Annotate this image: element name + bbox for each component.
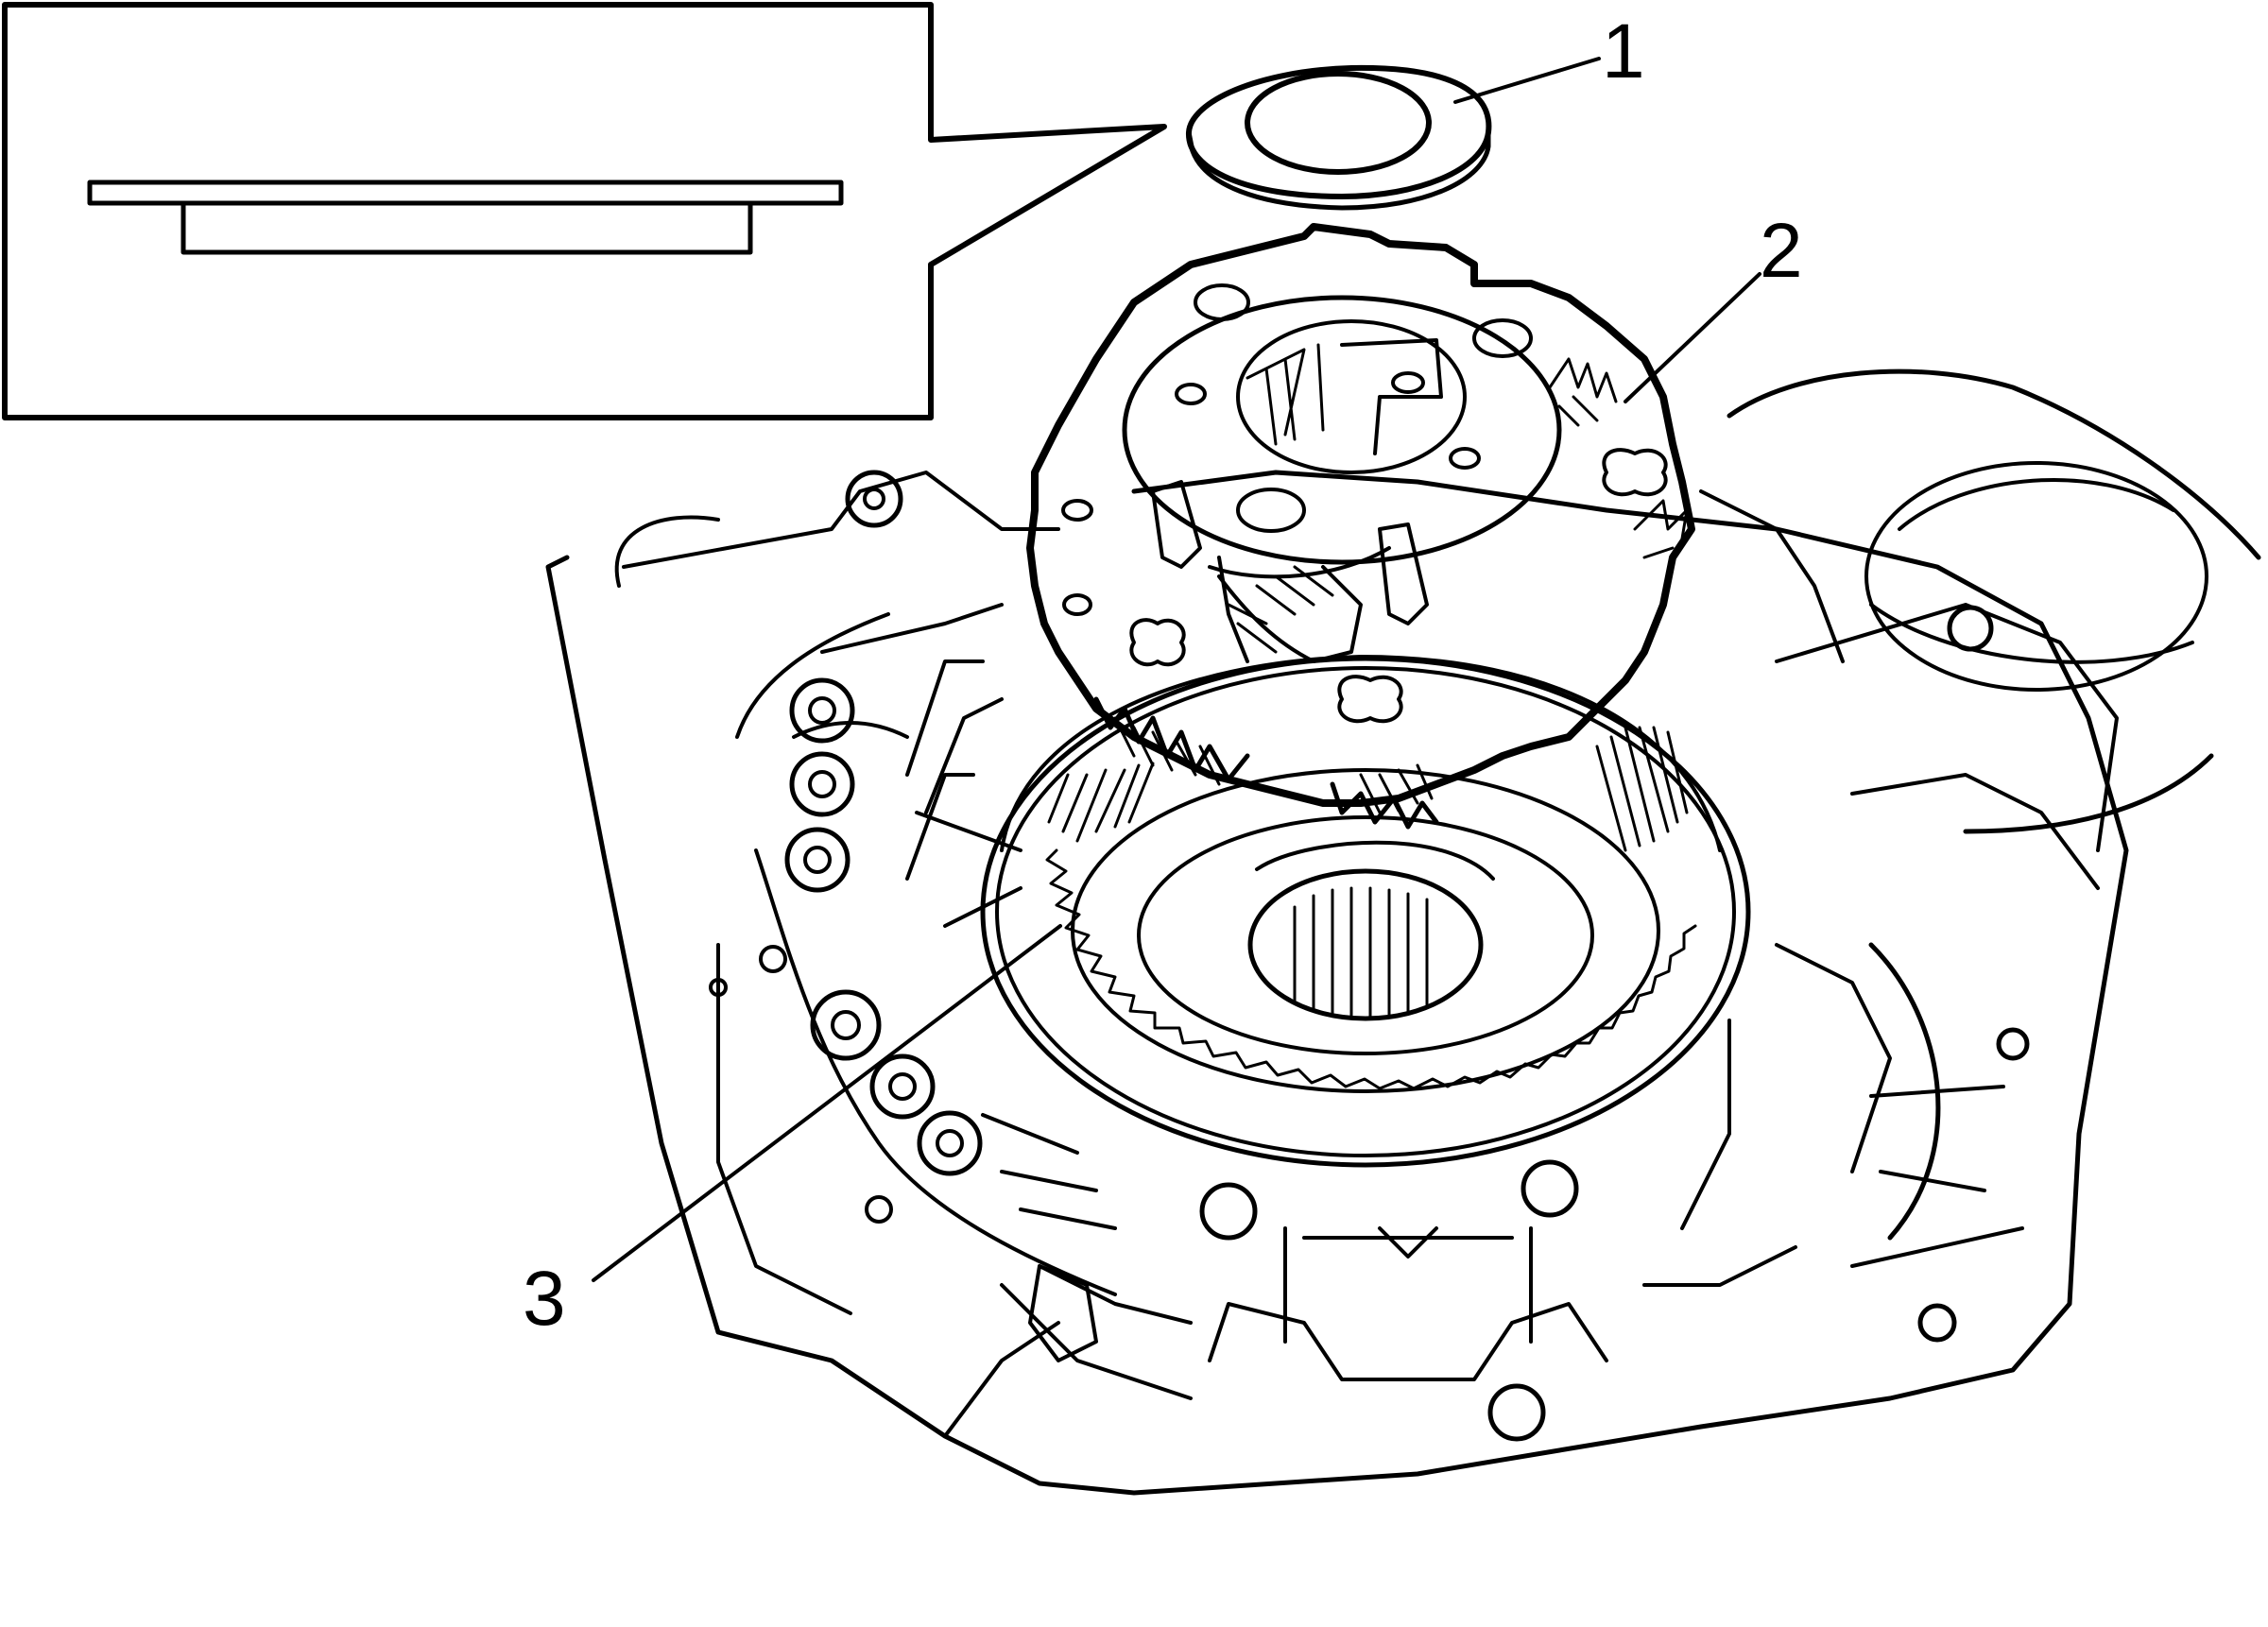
leader-line-3 xyxy=(592,924,1062,1282)
leader-line-2 xyxy=(1624,272,1761,403)
callout-1: 1 xyxy=(1602,9,1645,94)
leader-line-1 xyxy=(1453,57,1601,104)
thrust-washer xyxy=(1185,64,1492,211)
ring-gear xyxy=(980,655,1751,1168)
callout-labels: 1 2 3 xyxy=(523,9,1803,1342)
inset-detail-callout xyxy=(2,2,1167,420)
callout-3: 3 xyxy=(523,1256,566,1342)
washer-section-hub xyxy=(180,200,753,255)
washer-section-flange xyxy=(87,180,844,206)
leader-lines xyxy=(592,57,1761,1282)
callout-2: 2 xyxy=(1760,208,1803,294)
transmission-case xyxy=(545,368,2261,1496)
housing-bolt-bosses xyxy=(709,470,2030,1442)
planetary-carrier xyxy=(1026,223,1695,830)
